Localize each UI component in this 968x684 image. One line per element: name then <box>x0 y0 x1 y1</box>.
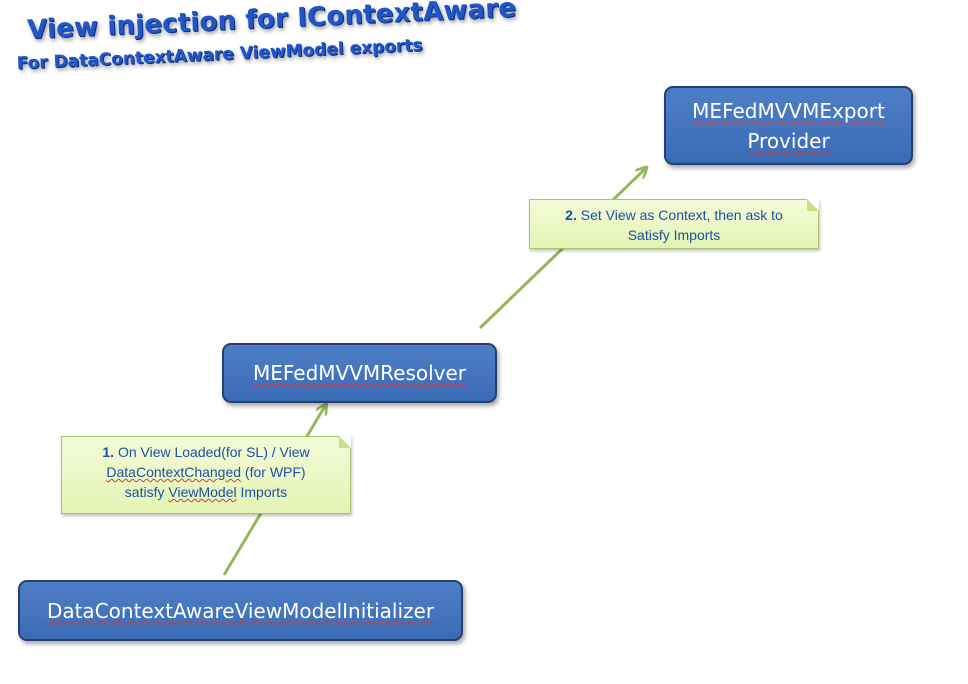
step1-line1: 1. On View Loaded(for SL) / View <box>62 442 350 462</box>
step2-line2: Satisfy Imports <box>627 227 721 243</box>
step1-line3-term: ViewModel <box>168 484 237 500</box>
step1-note: 1. On View Loaded(for SL) / View DataCon… <box>61 436 351 514</box>
step1-line2-rest: (for WPF) <box>241 464 306 480</box>
note-fold-corner <box>807 199 819 211</box>
step2-note: 2. Set View as Context, then ask to Sati… <box>529 199 819 249</box>
step1-number: 1. <box>102 444 115 460</box>
initializer-label: DataContextAwareViewModelInitializer <box>46 598 435 623</box>
step2-line1-text: Set View as Context, then ask to <box>576 207 783 223</box>
step2-number: 2. <box>565 207 577 223</box>
resolver-node: MEFedMVVMResolver <box>222 343 497 403</box>
step1-line3-end: Imports <box>236 484 288 500</box>
export-provider-node: MEFedMVVMExport Provider <box>664 86 913 165</box>
step1-line3-start: satisfy <box>124 484 169 500</box>
step1-line3: satisfy ViewModel Imports <box>62 482 350 502</box>
step2-line1: 2. Set View as Context, then ask to <box>530 205 818 225</box>
export-provider-label-line2: Provider <box>747 128 830 153</box>
initializer-node: DataContextAwareViewModelInitializer <box>18 580 463 641</box>
step1-line1-text: On View Loaded(for SL) / View <box>117 444 310 460</box>
step1-line2-term: DataContextChanged <box>106 464 242 480</box>
step1-line2: DataContextChanged (for WPF) <box>62 462 350 482</box>
note-fold-corner <box>339 436 351 448</box>
export-provider-label-line1: MEFedMVVMExport <box>692 98 885 123</box>
resolver-label: MEFedMVVMResolver <box>252 361 467 385</box>
